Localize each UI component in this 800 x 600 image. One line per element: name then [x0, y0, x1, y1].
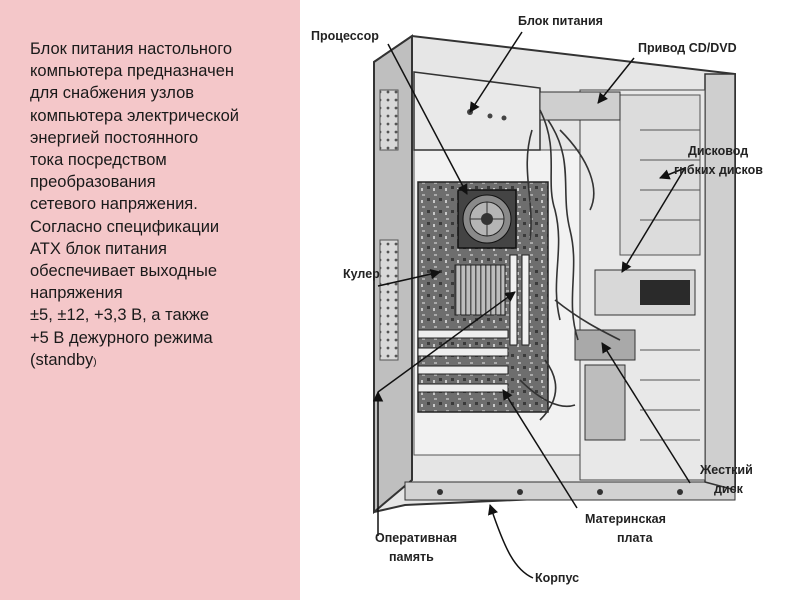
label-motherboard-line1: Материнская	[585, 512, 666, 526]
label-cd-drive: Привод CD/DVD	[638, 41, 737, 55]
arrow-motherboard	[502, 389, 578, 509]
description-text: Блок питания настольного компьютера пред…	[30, 38, 292, 374]
arrow-processor	[387, 43, 468, 195]
label-hdd-line2: диск	[714, 482, 744, 496]
arrow-floppy-2	[659, 167, 686, 180]
arrow-psu	[469, 31, 523, 113]
drive-bays	[539, 89, 706, 481]
label-cooler: Кулер	[343, 267, 380, 281]
label-floppy-line1: Дисковод	[688, 144, 748, 158]
description-tail: )	[93, 356, 97, 368]
cables	[519, 109, 621, 421]
arrow-hdd	[601, 342, 691, 484]
label-case: Корпус	[535, 571, 579, 585]
arrow-floppy	[621, 167, 686, 273]
label-processor: Процессор	[311, 29, 379, 43]
label-motherboard-line2: плата	[617, 531, 654, 545]
arrow-ram-2	[377, 291, 516, 393]
arrow-case	[488, 504, 534, 579]
arrow-cd-drive	[597, 57, 635, 104]
label-psu: Блок питания	[518, 14, 603, 28]
label-floppy-line2: гибких дисков	[674, 163, 763, 177]
description-body: Блок питания настольного компьютера пред…	[30, 40, 239, 369]
arrow-cooler	[377, 268, 442, 287]
pc-diagram: Процессор Блок питания Привод CD/DVD Дис…	[300, 0, 800, 600]
label-ram-line2: память	[389, 550, 434, 564]
callout-labels: Процессор Блок питания Привод CD/DVD Дис…	[311, 14, 763, 585]
leader-arrows	[372, 31, 691, 579]
label-ram-line1: Оперативная	[375, 531, 457, 545]
cpu-cooler	[457, 189, 517, 249]
pc-illustration: Процессор Блок питания Привод CD/DVD Дис…	[311, 14, 763, 585]
description-panel: Блок питания настольного компьютера пред…	[0, 0, 300, 600]
label-hdd-line1: Жесткий	[699, 463, 753, 477]
